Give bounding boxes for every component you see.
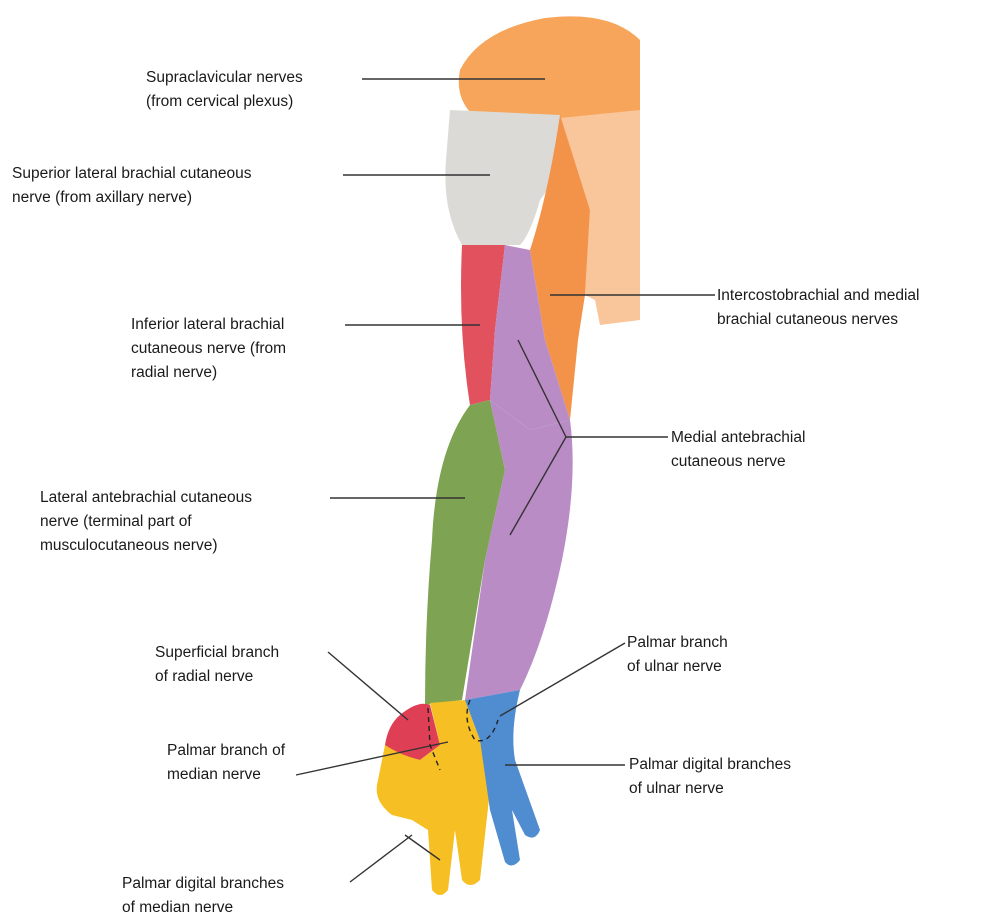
label-line: Palmar branch of [167,739,285,763]
label-superior-lateral: Superior lateral brachial cutaneous nerv… [12,162,252,210]
label-line: (from cervical plexus) [146,90,303,114]
leader-digital-median-a [350,835,412,882]
label-digital-median: Palmar digital branches of median nerve [122,872,284,920]
supraclavicular-region [459,16,640,118]
label-line: of radial nerve [155,665,279,689]
label-supraclavicular: Supraclavicular nerves (from cervical pl… [146,66,303,114]
label-line: Inferior lateral brachial [131,313,286,337]
label-line: Superior lateral brachial cutaneous [12,162,252,186]
label-line: Supraclavicular nerves [146,66,303,90]
label-digital-ulnar: Palmar digital branches of ulnar nerve [629,753,791,801]
label-line: brachial cutaneous nerves [717,308,919,332]
label-medial-antebrachial: Medial antebrachial cutaneous nerve [671,426,805,474]
label-line: cutaneous nerve (from [131,337,286,361]
label-line: of median nerve [122,896,284,920]
label-line: Superficial branch [155,641,279,665]
label-line: Intercostobrachial and medial [717,284,919,308]
label-line: median nerve [167,763,285,787]
label-line: radial nerve) [131,361,286,385]
label-palmar-median: Palmar branch of median nerve [167,739,285,787]
label-line: Palmar digital branches [629,753,791,777]
label-palmar-ulnar: Palmar branch of ulnar nerve [627,631,728,679]
label-line: Lateral antebrachial cutaneous [40,486,252,510]
label-line: of ulnar nerve [627,655,728,679]
label-lateral-antebrachial: Lateral antebrachial cutaneous nerve (te… [40,486,252,558]
label-line: cutaneous nerve [671,450,805,474]
label-line: nerve (terminal part of [40,510,252,534]
leader-superficial-radial [328,652,408,720]
label-superficial-radial: Superficial branch of radial nerve [155,641,279,689]
label-line: nerve (from axillary nerve) [12,186,252,210]
label-line: of ulnar nerve [629,777,791,801]
label-line: Palmar branch [627,631,728,655]
label-inferior-lateral: Inferior lateral brachial cutaneous nerv… [131,313,286,385]
label-line: Palmar digital branches [122,872,284,896]
label-line: musculocutaneous nerve) [40,534,252,558]
label-intercostobrachial: Intercostobrachial and medial brachial c… [717,284,919,332]
label-line: Medial antebrachial [671,426,805,450]
